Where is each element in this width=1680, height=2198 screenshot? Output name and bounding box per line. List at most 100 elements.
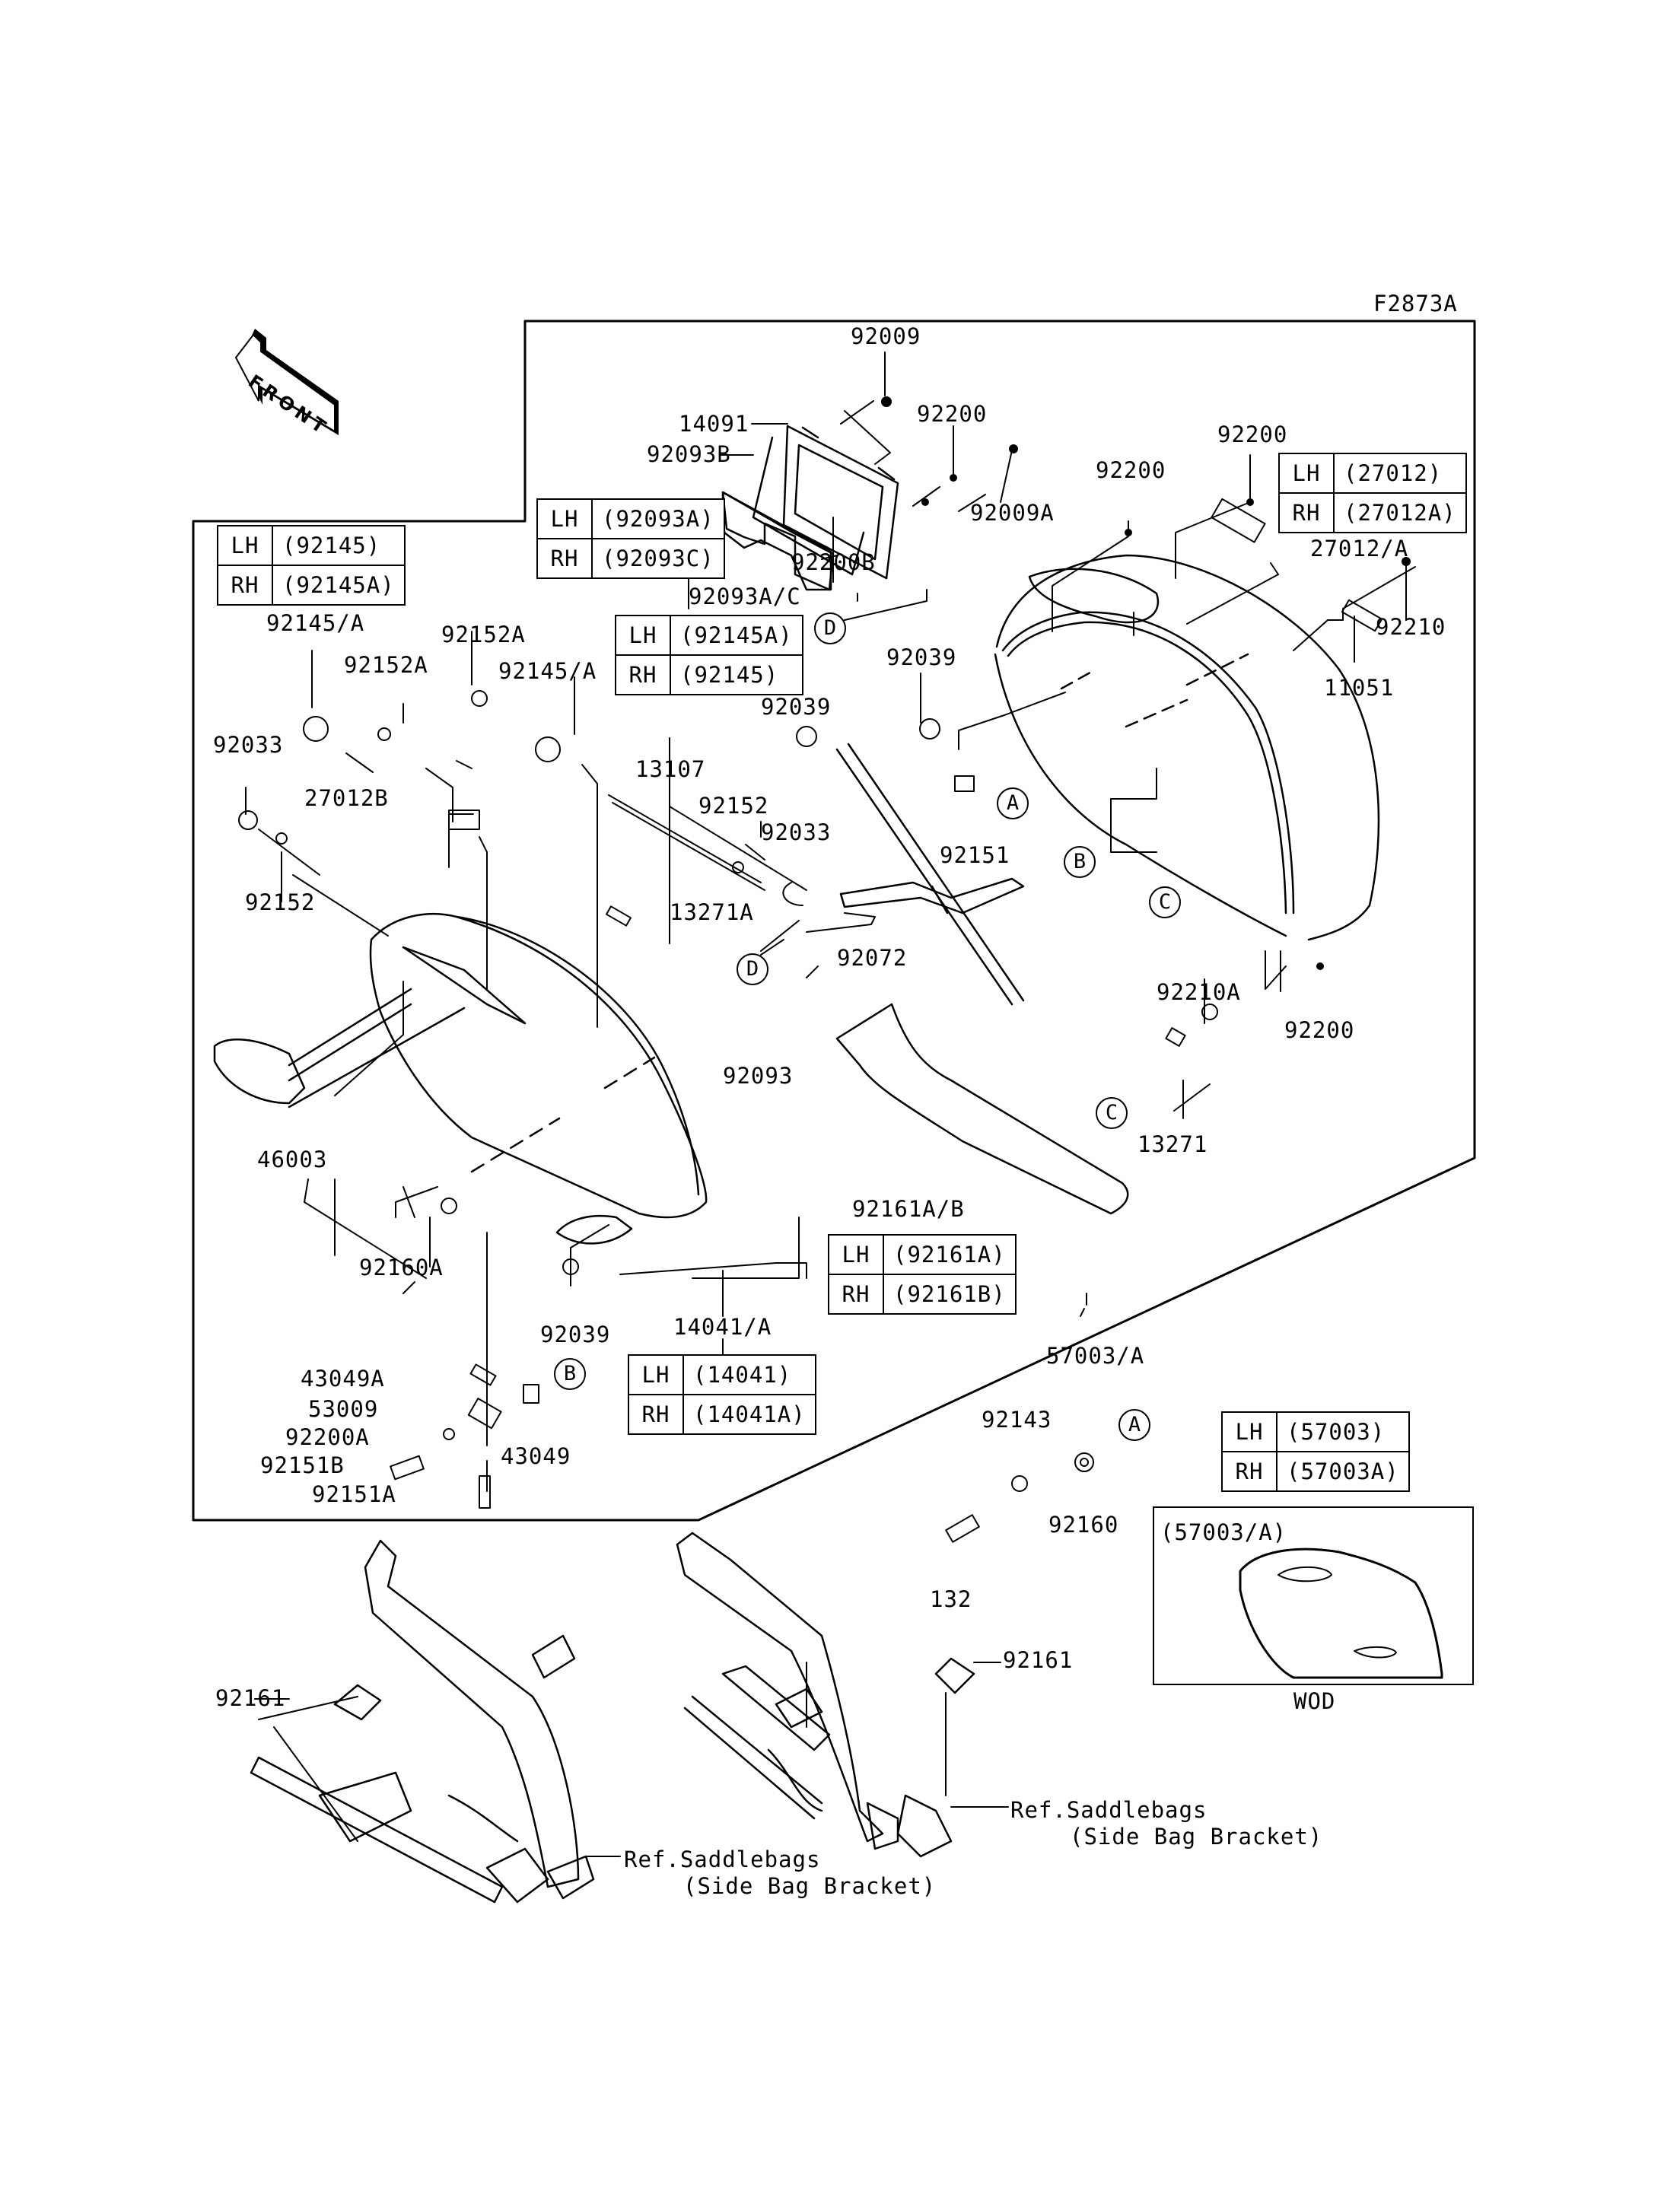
part-label[interactable]: 92039 (540, 1322, 611, 1347)
part-label[interactable]: 43049A (301, 1366, 385, 1392)
part-label[interactable]: 92033 (213, 732, 284, 758)
code-cell: (14041A) (682, 1394, 816, 1435)
part-label[interactable]: 13107 (635, 756, 706, 782)
small-parts (881, 396, 1411, 970)
part-label[interactable]: 57003/A (1046, 1343, 1145, 1369)
wod-inset-shape (1239, 1548, 1443, 1679)
part-label[interactable]: 92160A (359, 1255, 444, 1280)
part-label[interactable]: 92200 (1096, 457, 1166, 483)
part-label[interactable]: 43049 (501, 1443, 571, 1469)
part-label[interactable]: 92093 (723, 1063, 794, 1089)
side-table-14041: LH(14041) RH(14041A) (628, 1354, 816, 1435)
side-cell: RH (628, 1394, 684, 1435)
part-label[interactable]: 92152A (344, 652, 428, 678)
part-label[interactable]: 132 (930, 1586, 972, 1612)
mat-92161ab (835, 1003, 1129, 1215)
side-cell: RH (536, 538, 593, 579)
side-table-92145-alt: LH(92145A) RH(92145) (615, 615, 803, 695)
side-table-57003: LH(57003) RH(57003A) (1221, 1411, 1410, 1492)
part-label[interactable]: 92160 (1048, 1512, 1119, 1538)
code-cell: (92145) (670, 654, 803, 695)
side-cell: LH (615, 615, 671, 656)
reference-label-left[interactable]: Ref.Saddlebags (Side Bag Bracket) (624, 1849, 936, 1897)
code-cell: (92145) (272, 525, 406, 566)
part-label[interactable]: 14041/A (673, 1314, 772, 1340)
code-cell: (92145A) (272, 565, 406, 606)
part-label[interactable]: 92009A (970, 500, 1055, 526)
handle-bracket-14091 (752, 425, 899, 580)
strap-92072 (835, 743, 1025, 1006)
part-label[interactable]: 92151A (312, 1481, 396, 1507)
reference-label-right[interactable]: Ref.Saddlebags (Side Bag Bracket) (1010, 1799, 1322, 1848)
side-bag-bracket-left (250, 1539, 595, 1904)
leader-lines-left (245, 631, 1087, 1492)
part-label[interactable]: 92093B (647, 441, 731, 467)
side-cell: LH (536, 498, 593, 539)
callout-b[interactable]: B (554, 1358, 586, 1390)
part-label[interactable]: 92200 (1284, 1017, 1355, 1043)
side-cell: LH (1278, 453, 1335, 494)
code-cell: (57003) (1276, 1411, 1410, 1452)
part-label[interactable]: 92072 (837, 945, 908, 971)
side-cell: RH (217, 565, 273, 606)
callout-d[interactable]: D (737, 953, 768, 985)
part-label[interactable]: 92039 (761, 694, 832, 720)
part-label[interactable]: 92009 (851, 323, 921, 349)
inset-title: (57003/A) (1160, 1519, 1287, 1545)
part-label[interactable]: 92033 (761, 819, 832, 845)
front-arrow-icon: FRONT (232, 329, 354, 440)
side-cell: RH (1278, 492, 1335, 533)
part-label[interactable]: 92200 (917, 401, 988, 427)
part-label[interactable]: 92152 (698, 793, 769, 819)
wod-inset: (57003/A) (1153, 1506, 1474, 1685)
reference-line1: Ref.Saddlebags (1010, 1797, 1208, 1823)
callout-d[interactable]: D (814, 612, 846, 644)
part-label[interactable]: 92152A (441, 622, 526, 647)
code-cell: (27012A) (1333, 492, 1467, 533)
reference-line1: Ref.Saddlebags (624, 1847, 821, 1872)
side-bag-bracket-right (676, 1532, 975, 1858)
part-label[interactable]: 92200A (285, 1424, 370, 1450)
part-label[interactable]: 92145/A (498, 658, 597, 684)
part-label[interactable]: 92200 (1217, 421, 1288, 447)
part-label[interactable]: 92143 (982, 1407, 1052, 1433)
part-label[interactable]: 92093A/C (689, 584, 801, 609)
pad-plate (721, 491, 835, 591)
callout-a[interactable]: A (997, 787, 1029, 819)
part-label[interactable]: 53009 (308, 1396, 379, 1422)
part-label[interactable]: 27012B (304, 785, 389, 811)
side-table-27012: LH(27012) RH(27012A) (1278, 453, 1467, 533)
callout-b[interactable]: B (1064, 846, 1096, 878)
side-cell: LH (1221, 1411, 1278, 1452)
part-label[interactable]: 92151 (940, 842, 1010, 868)
part-label[interactable]: 11051 (1324, 675, 1395, 701)
part-label[interactable]: 14091 (679, 411, 749, 437)
code-cell: (92145A) (670, 615, 803, 656)
part-label[interactable]: 13271 (1138, 1131, 1208, 1157)
side-cell: RH (828, 1274, 884, 1315)
part-label[interactable]: 92152 (245, 889, 316, 915)
code-cell: (92161A) (883, 1234, 1017, 1275)
hardware (238, 498, 1383, 1543)
reference-line2: (Side Bag Bracket) (1070, 1824, 1323, 1850)
callout-c[interactable]: C (1096, 1097, 1128, 1129)
part-label[interactable]: 13271A (670, 899, 754, 925)
callout-c[interactable]: C (1149, 886, 1181, 918)
saddlebag-shell-rh (994, 554, 1380, 941)
part-label[interactable]: 92161 (1003, 1647, 1074, 1673)
callout-a[interactable]: A (1118, 1409, 1150, 1441)
part-label[interactable]: 92145/A (266, 610, 365, 636)
part-label[interactable]: 46003 (257, 1147, 328, 1172)
part-label[interactable]: 92161A/B (852, 1196, 965, 1222)
figure-code: F2873A (1373, 291, 1458, 316)
code-cell: (92093C) (591, 538, 725, 579)
part-label[interactable]: 92200B (791, 549, 876, 575)
part-label[interactable]: 92161 (215, 1685, 286, 1711)
code-cell: (57003A) (1276, 1451, 1410, 1492)
part-label[interactable]: 92039 (886, 644, 957, 670)
part-label[interactable]: 92210A (1157, 979, 1241, 1005)
part-label[interactable]: 27012/A (1310, 536, 1409, 561)
part-label[interactable]: 92151B (260, 1452, 345, 1478)
part-label[interactable]: 92210 (1376, 614, 1446, 640)
side-table-92093: LH(92093A) RH(92093C) (536, 498, 725, 579)
